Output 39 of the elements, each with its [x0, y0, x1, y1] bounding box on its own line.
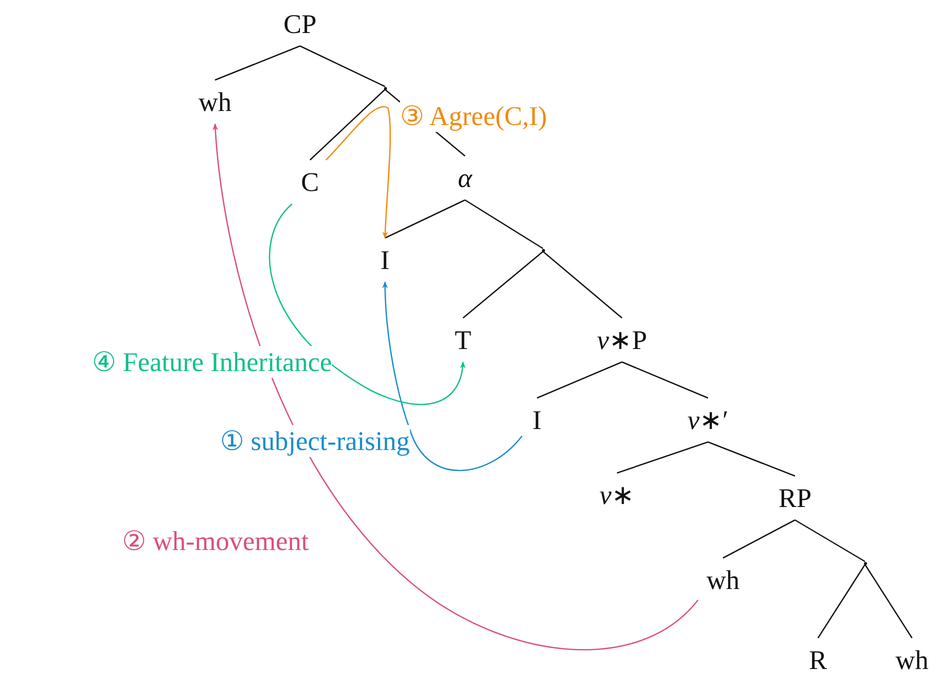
branch-line — [722, 519, 796, 559]
branch-line — [464, 199, 544, 250]
tree-label: wh — [688, 558, 758, 602]
branch-line — [622, 361, 708, 399]
edge-label: ① subject-raising — [220, 425, 410, 457]
tree-label: I — [360, 238, 410, 282]
curved-arrow — [269, 204, 466, 406]
edge-label: ③ Agree(C,I) — [400, 100, 547, 132]
branch-line — [708, 441, 796, 477]
branch-line — [214, 45, 300, 81]
branch-line — [462, 251, 544, 318]
curved-arrow — [326, 106, 391, 239]
edge-label: ④ Feature Inheritance — [92, 346, 332, 378]
branch-line — [384, 199, 466, 239]
tree-label: α — [440, 156, 490, 200]
tree-label: CP — [265, 2, 335, 46]
branch-line — [310, 89, 386, 160]
tree-label: v∗′ — [670, 398, 746, 442]
branch-line — [300, 45, 386, 88]
branch-point — [542, 248, 544, 252]
branch-line — [794, 519, 866, 562]
tree-label: I — [512, 398, 562, 442]
tree-label: wh — [180, 80, 250, 124]
tree-label: wh — [877, 638, 940, 675]
branch-line — [864, 564, 913, 638]
tree-label: v∗ — [582, 473, 652, 517]
branch-line — [616, 441, 708, 474]
branch-point — [384, 86, 386, 90]
branch-line — [536, 361, 622, 399]
tree-label: T — [438, 318, 488, 362]
curved-arrow — [212, 123, 698, 650]
branch-point — [864, 562, 866, 564]
tree-label: R — [793, 638, 843, 675]
curved-arrow — [382, 281, 522, 472]
branch-line — [542, 251, 622, 318]
tree-label: RP — [760, 476, 830, 520]
tree-label: C — [282, 160, 338, 204]
tree-label: v∗P — [579, 318, 665, 362]
branch-line — [817, 564, 866, 638]
